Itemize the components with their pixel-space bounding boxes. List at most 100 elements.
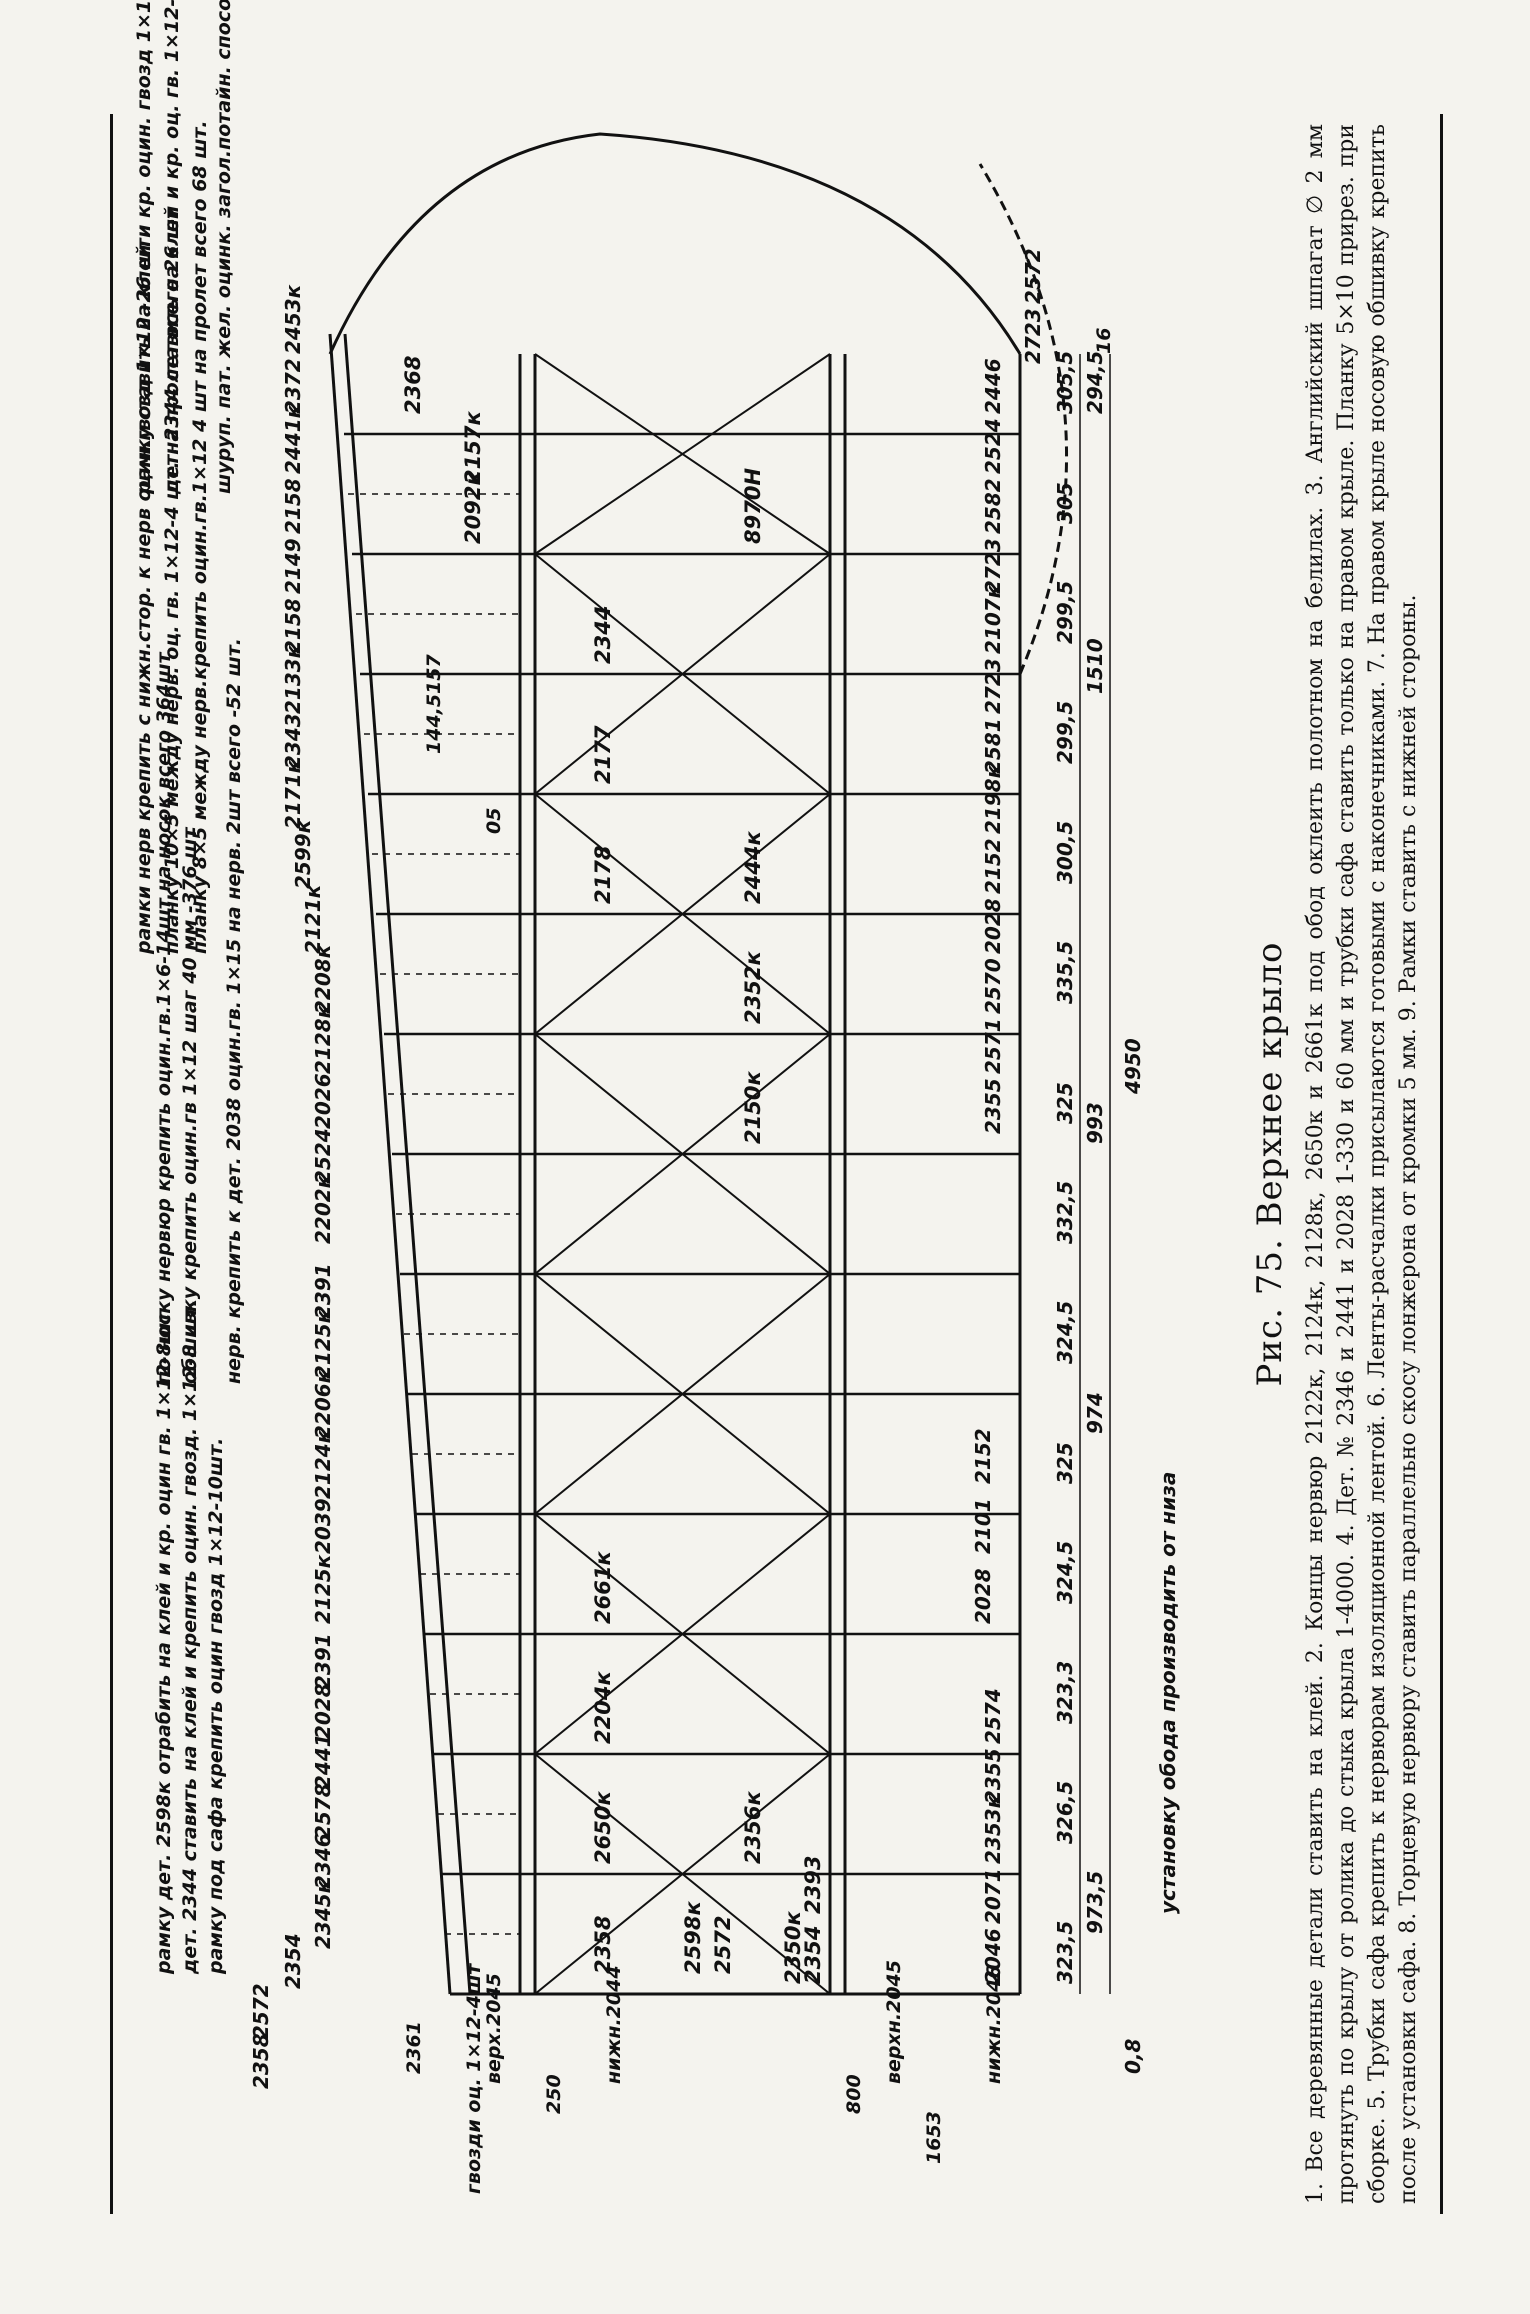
bracing-wires	[534, 353, 831, 1995]
part-number: 2355	[981, 1748, 1005, 1804]
part-number: 2441	[311, 1733, 335, 1789]
part-number: 2578	[311, 1783, 335, 1839]
part-number: 2345к	[311, 1879, 335, 1949]
dim-label: 325	[1053, 1082, 1077, 1124]
part-number: 2356к	[741, 1791, 765, 1864]
wing-drawing: 323,5 973,5 326,5 323,3 324,5 325 974 32…	[133, 0, 1180, 2194]
part-number: 2350к	[781, 1911, 805, 1984]
dim-label: 305	[1053, 482, 1077, 524]
part-number: 2661к	[591, 1551, 615, 1624]
part-number: 2353к	[981, 1794, 1005, 1864]
note: планку 10×5 между нерв. оц. гв. 1×12-4 ш…	[161, 207, 183, 954]
part-number: 2354	[281, 1933, 305, 1989]
left-label: 2361	[403, 2021, 425, 2074]
part-number: 2204к	[591, 1671, 615, 1744]
dim-label: 4950	[1121, 1038, 1145, 1095]
part-number: 2107к	[981, 584, 1005, 654]
ribs	[344, 432, 1020, 1876]
note: рамку дет. 2598к отрабить на клей и кр. …	[153, 1311, 175, 1975]
dim-label: 974	[1083, 1392, 1107, 1434]
part-number: 2177	[591, 725, 615, 784]
left-label: гвозди оц. 1×12-4шт	[463, 1963, 485, 2194]
note: дет. 2344 ставить на клей и кр. оц. гв. …	[161, 0, 183, 495]
part-number: 2125к	[311, 1554, 335, 1624]
part-number: 2028	[971, 1568, 995, 1624]
dim-label: 299,5	[1053, 581, 1077, 644]
dim-label: 973,5	[1083, 1871, 1107, 1934]
left-label: верхн.2045	[883, 1960, 905, 2084]
part-number: 2572	[711, 1916, 735, 1974]
left-label: 250	[543, 2074, 565, 2114]
dim-label: 05	[483, 808, 505, 834]
note: планку 8×5 между нерв.крепить оцин.гв.1×…	[189, 120, 211, 954]
left-label: 1653	[923, 2111, 945, 2164]
part-number: 2582	[981, 478, 1005, 534]
left-label: 800	[843, 2074, 865, 2114]
note: обшивку крепить оцин.гв 1×12 шаг 40 мм -…	[179, 827, 201, 1384]
left-label: верх.2045	[483, 1973, 505, 2084]
part-number: 2028	[981, 898, 1005, 954]
figure-notes: 1. Все деревянные детали ставить на клей…	[1303, 124, 1421, 2204]
part-numbers-top: 2358 2572 2354 2345к 2346 2578 2441 2028…	[249, 284, 335, 2089]
part-number: 2071	[981, 1868, 1005, 1924]
part-numbers-bottom: 2046 2071 2353к 2355 2574 2028 2101 2152…	[971, 248, 1045, 1984]
bottom-note: установку обода производить от низа	[1156, 1472, 1180, 1914]
left-label: нижн.2044	[603, 1965, 625, 2084]
part-number: 2453к	[281, 284, 305, 354]
part-number: 2158	[281, 478, 305, 534]
part-number: 2149	[281, 538, 305, 594]
part-number: 2152	[981, 838, 1005, 894]
part-number: 2574	[981, 1688, 1005, 1744]
part-number: 2178	[591, 846, 615, 904]
part-number: 2599к	[291, 819, 315, 889]
dim-label: 144,5	[423, 694, 445, 754]
part-number: 2572	[1021, 248, 1045, 304]
part-number: 2444к	[741, 831, 765, 904]
part-number: 8970Н	[741, 468, 765, 544]
left-label: нижн.2046	[983, 1965, 1005, 2084]
part-number: 2581	[981, 718, 1005, 774]
part-number: 2202к	[311, 1174, 335, 1244]
part-number: 2441к	[281, 404, 305, 474]
part-number: 2158	[281, 598, 305, 654]
dim-label: 294,5	[1083, 351, 1107, 414]
part-number: 2650к	[591, 1791, 615, 1864]
part-number: 2524	[311, 1128, 335, 1184]
part-number: 2125к	[311, 1309, 335, 1379]
dim-label: 300,5	[1053, 821, 1077, 884]
part-number: 2524	[981, 418, 1005, 474]
note: дет. 2344 ставить на клей и крепить оцин…	[179, 1299, 201, 1975]
part-number: 2206к	[311, 1369, 335, 1439]
part-number: 2171к	[281, 759, 305, 829]
part-number: 2128к	[311, 1004, 335, 1074]
part-number: 2101	[971, 1498, 995, 1554]
dim-label: 335,5	[1053, 941, 1077, 1004]
note: рамки нерв крепить с нижн.стор. к нерв о…	[133, 237, 155, 955]
part-number: 2358	[249, 2033, 273, 2089]
dim-label: 323,5	[1053, 1921, 1077, 1984]
part-number: 2198к	[981, 764, 1005, 834]
part-number: 2368	[401, 356, 425, 414]
dim-label: 993	[1083, 1102, 1107, 1144]
part-number: 2157к	[461, 411, 485, 484]
dim-label: 1510	[1083, 638, 1107, 694]
part-number: 2570	[981, 958, 1005, 1014]
part-number: 2393	[801, 1856, 825, 1914]
part-number: 2354	[801, 1926, 825, 1984]
note: по носку нервюр крепить оцин.гв.1×6-14шт…	[153, 651, 175, 1384]
part-number: 2446	[981, 358, 1005, 414]
part-number: 2571	[981, 1018, 1005, 1074]
dim-label: 0,8	[1121, 2038, 1145, 2074]
note: рамку ставить на клей и кр. оцин. гвозд …	[133, 0, 155, 495]
part-number: 2092к	[461, 471, 485, 544]
part-number: 2572	[249, 1983, 273, 2039]
part-number: 2133к	[281, 644, 305, 714]
part-number: 2723	[981, 538, 1005, 594]
figure-title: Рис. 75. Верхнее крыло	[1250, 941, 1290, 1387]
part-number: 2372	[281, 358, 305, 414]
note: нерв. крепить к дет. 2038 оцин.гв. 1×15 …	[223, 638, 245, 1384]
part-number: 2344	[591, 606, 615, 664]
part-number: 2121к	[301, 884, 325, 954]
